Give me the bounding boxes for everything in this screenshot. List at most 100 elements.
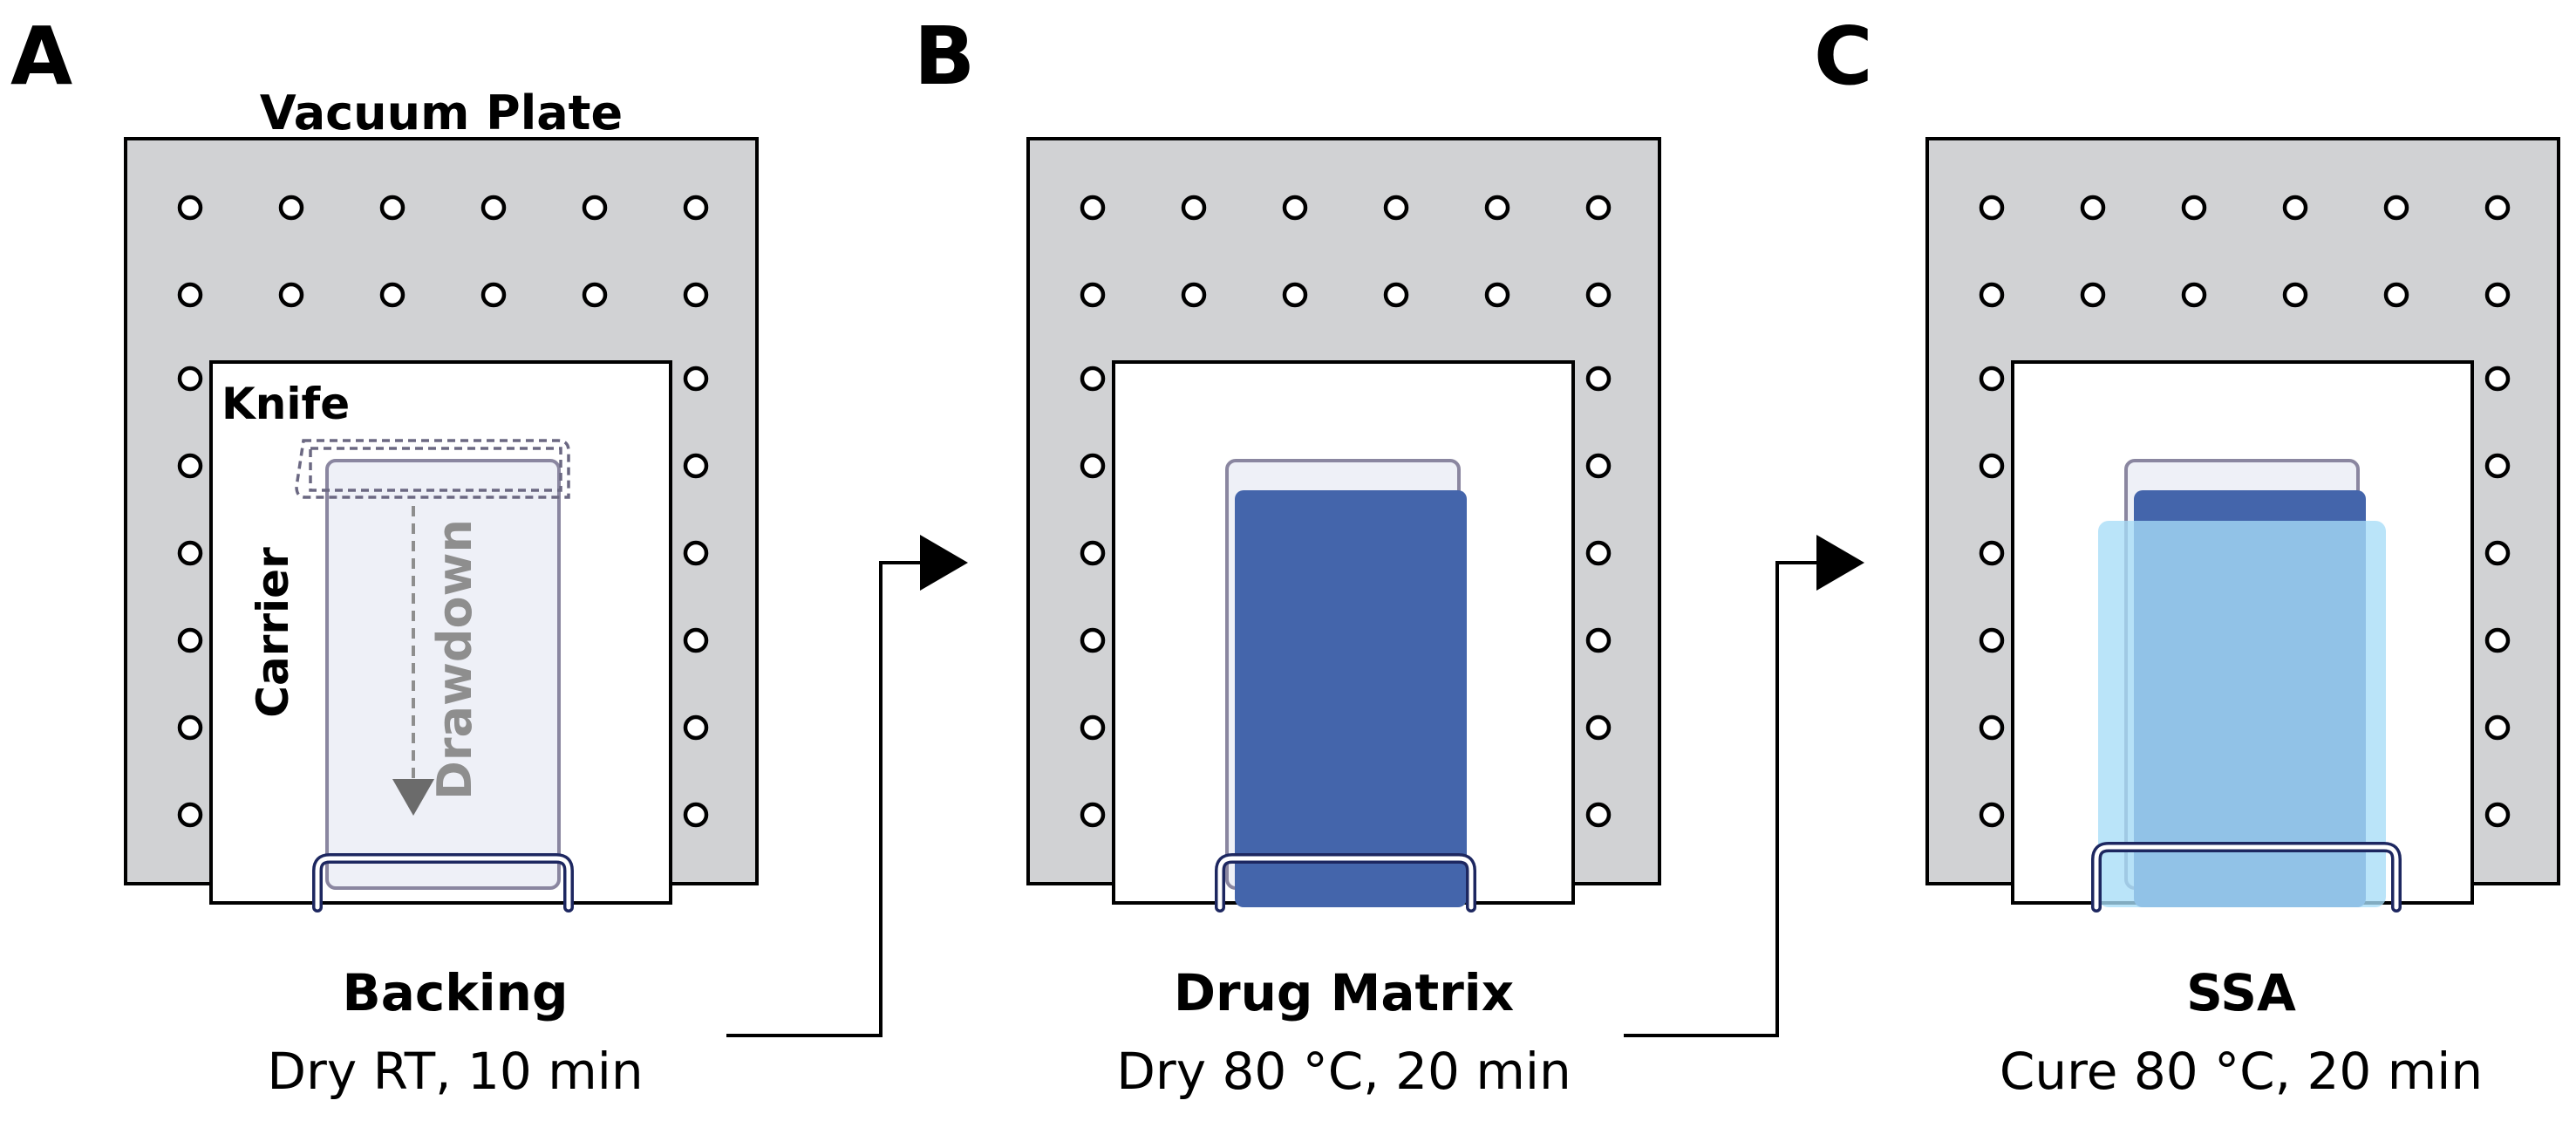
drawdown-label: Drawdown <box>427 519 482 800</box>
vacuum-hole <box>582 195 608 221</box>
vacuum-hole <box>683 802 709 828</box>
vacuum-hole <box>379 195 405 221</box>
vacuum-hole <box>1080 714 1106 741</box>
vacuum-hole <box>177 714 203 741</box>
step-condition-backing: Dry RT, 10 min <box>267 1042 643 1101</box>
vacuum-hole <box>1181 195 1207 221</box>
vacuum-hole <box>2484 366 2511 392</box>
vacuum-hole <box>1585 714 1612 741</box>
vacuum-hole <box>2383 195 2409 221</box>
vacuum-hole <box>2080 282 2106 308</box>
vacuum-hole <box>1585 540 1612 566</box>
vacuum-holes <box>177 195 709 828</box>
backing-film <box>325 459 561 890</box>
vacuum-hole <box>177 453 203 479</box>
vacuum-hole <box>683 627 709 653</box>
vacuum-hole <box>2181 195 2207 221</box>
vacuum-hole <box>1585 366 1612 392</box>
knife <box>295 439 570 499</box>
vacuum-hole <box>379 282 405 308</box>
process-arrow-a-to-b <box>726 535 968 1037</box>
step-title-backing: Backing <box>343 963 569 1022</box>
connector-line <box>726 561 924 1037</box>
vacuum-hole <box>683 540 709 566</box>
vacuum-hole <box>177 282 203 308</box>
vacuum-hole <box>2484 540 2511 566</box>
vacuum-hole <box>1484 282 1510 308</box>
knife-label: Knife <box>221 379 350 429</box>
vacuum-hole <box>582 282 608 308</box>
vacuum-hole <box>683 282 709 308</box>
connector-arrowhead <box>1816 535 1864 591</box>
vacuum-hole <box>480 282 507 308</box>
vacuum-hole <box>2484 453 2511 479</box>
vacuum-holes <box>1979 195 2511 828</box>
vacuum-hole <box>1979 540 2005 566</box>
vacuum-hole <box>1080 802 1106 828</box>
connector-arrowhead <box>920 535 968 591</box>
step-title-drug-matrix: Drug Matrix <box>1174 963 1514 1022</box>
panel-letter-a: A <box>10 10 72 103</box>
vacuum-plate-label: Vacuum Plate <box>260 85 623 140</box>
vacuum-hole <box>683 366 709 392</box>
drug-matrix-layer <box>1235 490 1467 907</box>
vacuum-hole <box>1181 282 1207 308</box>
vacuum-hole <box>1282 282 1308 308</box>
vacuum-hole <box>1979 714 2005 741</box>
vacuum-hole <box>2181 282 2207 308</box>
vacuum-hole <box>1080 195 1106 221</box>
vacuum-hole <box>1080 366 1106 392</box>
vacuum-hole <box>177 627 203 653</box>
step-title-ssa: SSA <box>2186 963 2296 1022</box>
vacuum-hole <box>2282 282 2308 308</box>
panel-a: A Vacuum Plate Knife Carrier Drawdown Ba… <box>10 10 759 1101</box>
vacuum-hole <box>480 195 507 221</box>
vacuum-hole <box>683 195 709 221</box>
vacuum-hole <box>1979 282 2005 308</box>
vacuum-hole <box>177 195 203 221</box>
vacuum-hole <box>2484 802 2511 828</box>
vacuum-hole <box>683 453 709 479</box>
vacuum-hole <box>683 714 709 741</box>
vacuum-hole <box>1080 627 1106 653</box>
knife-inner-outline <box>309 447 562 492</box>
vacuum-hole <box>1080 282 1106 308</box>
film-clip-highlight <box>1217 856 1474 910</box>
vacuum-hole <box>1585 802 1612 828</box>
film-clip-highlight <box>2094 844 2399 910</box>
vacuum-hole <box>1585 195 1612 221</box>
vacuum-holes <box>1080 195 1612 828</box>
connector-line <box>1624 561 1821 1037</box>
vacuum-hole <box>1979 802 2005 828</box>
vacuum-hole <box>1979 195 2005 221</box>
vacuum-hole <box>177 366 203 392</box>
panel-letter-b: B <box>914 10 975 103</box>
vacuum-hole <box>1080 453 1106 479</box>
film-clip-highlight <box>315 856 571 910</box>
vacuum-hole <box>2484 282 2511 308</box>
vacuum-hole <box>2383 282 2409 308</box>
vacuum-hole <box>1080 540 1106 566</box>
panel-letter-c: C <box>1814 10 1873 103</box>
process-arrow-b-to-c <box>1624 535 1864 1037</box>
vacuum-hole <box>1484 195 1510 221</box>
vacuum-hole <box>1383 195 1409 221</box>
vacuum-hole <box>1585 453 1612 479</box>
vacuum-hole <box>2484 714 2511 741</box>
panel-c: C SSA Cure 80 °C, 20 min <box>1814 10 2560 1101</box>
vacuum-hole <box>1979 453 2005 479</box>
vacuum-hole <box>1585 282 1612 308</box>
vacuum-hole <box>278 282 304 308</box>
panel-b: B Drug Matrix Dry 80 °C, 20 min <box>914 10 1661 1101</box>
vacuum-hole <box>2282 195 2308 221</box>
vacuum-hole <box>1979 366 2005 392</box>
vacuum-hole <box>1383 282 1409 308</box>
step-condition-ssa: Cure 80 °C, 20 min <box>2000 1042 2483 1101</box>
vacuum-hole <box>177 540 203 566</box>
vacuum-hole <box>1979 627 2005 653</box>
vacuum-hole <box>1282 195 1308 221</box>
vacuum-hole <box>2484 627 2511 653</box>
vacuum-hole <box>177 802 203 828</box>
vacuum-hole <box>1585 627 1612 653</box>
vacuum-hole <box>278 195 304 221</box>
